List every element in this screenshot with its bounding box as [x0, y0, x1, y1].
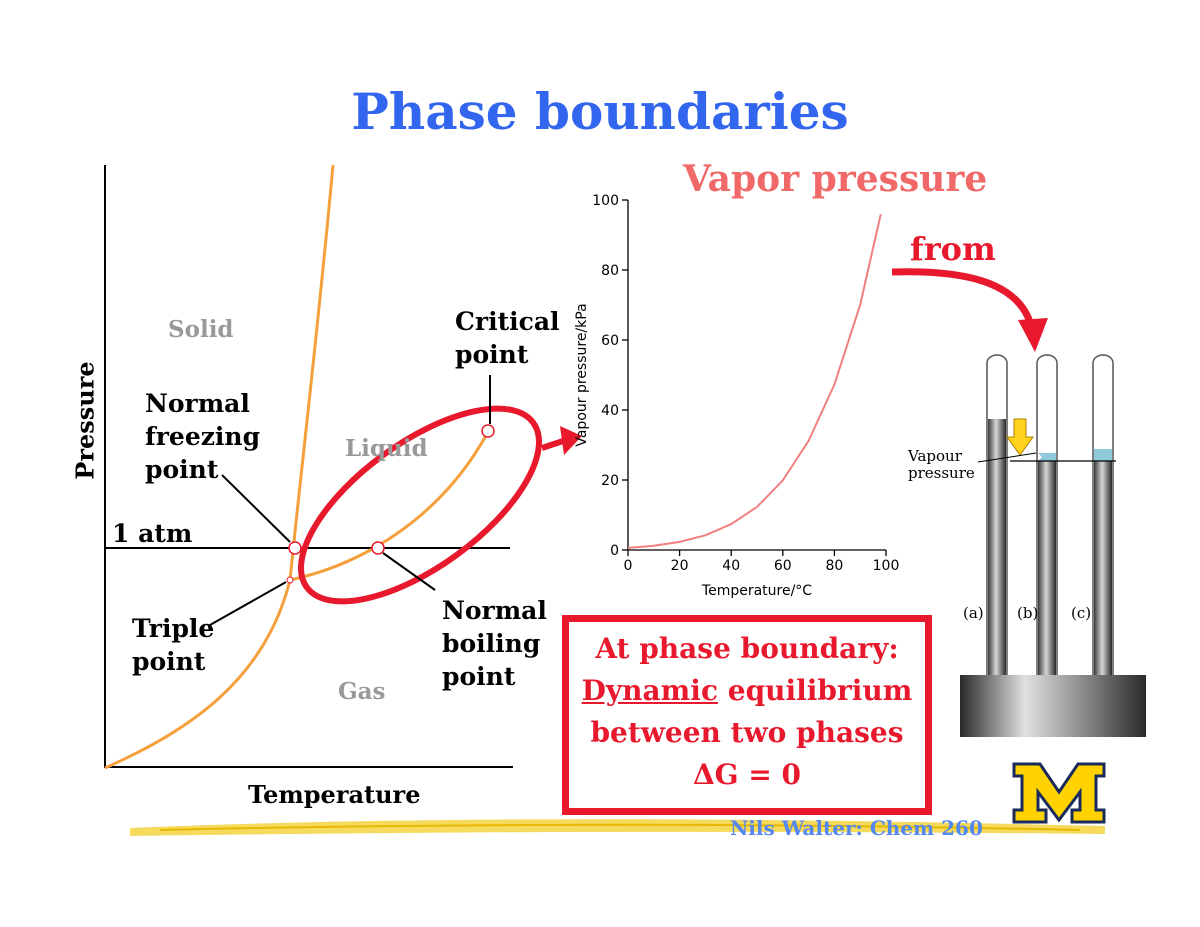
- solid-liquid-boundary: [288, 164, 335, 581]
- apparatus-illustration: [960, 354, 1146, 737]
- box-line-3: between two phases: [590, 716, 904, 749]
- vp-y-axis-label: Vapour pressure/kPa: [574, 303, 590, 446]
- vp-y-tick-label: 100: [592, 193, 619, 209]
- footer-swoosh-stroke: [130, 819, 1105, 836]
- tube-b-column: [1038, 461, 1056, 679]
- michigan-logo: [1012, 762, 1106, 824]
- critical-point-label: Critical point: [455, 307, 560, 369]
- temperature-axis-label: Temperature: [248, 780, 421, 809]
- tube-c-glass: [1092, 363, 1114, 675]
- from-label: from: [910, 230, 996, 268]
- tube-b-cap: [1036, 354, 1058, 364]
- vp-x-tick-label: 40: [722, 558, 740, 574]
- vp-x-tick-label: 20: [671, 558, 689, 574]
- vp-x-tick-label: 60: [774, 558, 792, 574]
- tube-a-column: [988, 419, 1006, 679]
- boiling-point-marker: [371, 541, 385, 555]
- tube-c: [1092, 354, 1114, 679]
- tube-a-glass: [986, 363, 1008, 675]
- pressure-axis-label: Pressure: [70, 361, 100, 480]
- vp-y-tick-label: 0: [610, 543, 619, 559]
- vapour-pressure-label: Vapour pressure: [908, 447, 975, 482]
- from-arrow-stem: [891, 268, 1034, 324]
- vp-x-tick-label: 100: [873, 558, 900, 574]
- tube-a: [986, 354, 1008, 679]
- tube-a-cap: [986, 354, 1008, 364]
- tube-c-label: (c): [1071, 604, 1092, 622]
- vp-series-line: [627, 213, 882, 549]
- tube-c-cap: [1092, 354, 1114, 364]
- liquid-gas-boundary: [289, 431, 490, 582]
- one-atm-label: 1 atm: [112, 519, 193, 548]
- yellow-down-arrow: [1006, 418, 1034, 456]
- vp-x-tick-label: 0: [624, 558, 633, 574]
- dynamic-word: Dynamic: [581, 674, 718, 707]
- solid-gas-boundary: [104, 579, 292, 770]
- tube-a-label: (a): [963, 604, 984, 622]
- base-block: [960, 675, 1146, 737]
- triple-leader: [209, 581, 287, 626]
- ellipse-arrow-head: [560, 426, 582, 455]
- boiling-leader: [382, 552, 436, 591]
- freezing-point-marker: [288, 541, 302, 555]
- vp-y-tick-label: 80: [601, 263, 619, 279]
- highlight-ellipse: [298, 405, 542, 605]
- footer-swoosh: [130, 819, 1105, 836]
- from-arrow: [891, 268, 1048, 352]
- triple-point-label: Triple point: [132, 614, 215, 676]
- equilibrium-word: equilibrium: [718, 674, 913, 707]
- liquid-region-label: Liquid: [345, 435, 428, 462]
- vp-x-axis-label: Temperature/°C: [701, 583, 812, 599]
- boiling-point-label: Normal boiling point: [442, 596, 547, 691]
- tube-c-liquid: [1094, 449, 1112, 461]
- michigan-logo-m: [1012, 762, 1106, 824]
- from-arrow-head: [1018, 318, 1048, 352]
- tube-b-glass: [1036, 363, 1058, 675]
- box-line-4: ΔG = 0: [692, 758, 802, 791]
- gas-region-label: Gas: [338, 678, 386, 705]
- freezing-leader: [221, 474, 291, 543]
- ellipse-arrow-stem: [541, 437, 567, 451]
- vp-x-tick-label: 80: [825, 558, 843, 574]
- tube-b: [1036, 354, 1058, 679]
- vapor-pressure-heading: Vapor pressure: [683, 158, 988, 200]
- vp-y-tick-label: 40: [601, 403, 619, 419]
- equilibrium-box: At phase boundary: Dynamic equilibrium b…: [562, 615, 932, 815]
- vp-y-tick-label: 20: [601, 473, 619, 489]
- critical-point-marker: [481, 424, 495, 438]
- vapour-pointer: [977, 452, 1037, 463]
- vp-y-tick-label: 60: [601, 333, 619, 349]
- slide-title: Phase boundaries: [351, 82, 849, 141]
- solid-region-label: Solid: [168, 316, 234, 343]
- footer-swoosh-highlight: [159, 823, 1081, 831]
- freezing-point-label: Normal freezing point: [145, 389, 261, 484]
- footer-credit: Nils Walter: Chem 260: [730, 816, 983, 840]
- tube-b-label: (b): [1017, 604, 1039, 622]
- tube-b-liquid: [1038, 453, 1056, 461]
- triple-point-marker: [286, 576, 294, 584]
- tube-c-column: [1094, 461, 1112, 679]
- box-line-1: At phase boundary:: [595, 632, 899, 665]
- box-line-2: Dynamic equilibrium: [569, 670, 925, 712]
